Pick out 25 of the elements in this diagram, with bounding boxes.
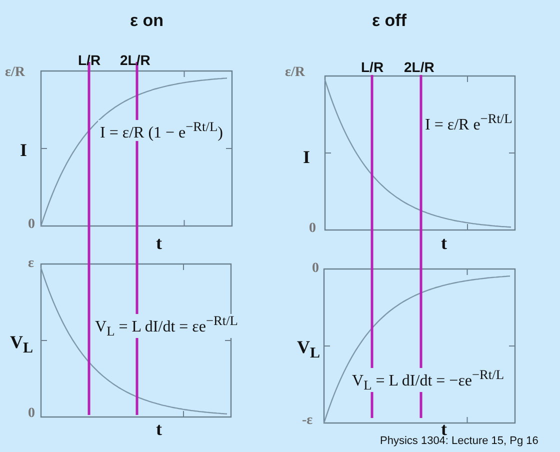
axis-label: V$_{L}$ [10,333,34,357]
axis-tick-label: ε/R [5,66,25,80]
axis-label: t [441,234,447,252]
axis-tick-label: 0 [309,222,316,236]
axis-tick-label: 0 [312,262,319,276]
axis-label: 2L/R [120,53,150,67]
heading: ε off [372,12,406,29]
axis-tick-label: 0 [28,218,35,232]
axis-label: V$_{L}$ [297,338,320,362]
formula: V$_{L}$ = L dI/dt = εe$^{−Rt/L}$ [93,314,240,338]
axis-label: 2L/R [404,60,434,74]
footer-note: Physics 1304: Lecture 15, Pg 16 [380,436,538,447]
heading: ε on [130,12,164,29]
axis-label: t [156,234,162,252]
axis-label: I [303,148,310,166]
axis-tick-label: 0 [28,407,35,421]
formula: V$_{L}$ = L dI/dt = −εe$^{−Rt/L}$ [350,368,506,392]
axis-tick-label: -ε [302,414,313,428]
formula: I = ε/R (1 − e$^{−Rt/L}$) [98,120,225,142]
axis-label: L/R [78,53,101,67]
axis-label: t [156,420,162,438]
axis-tick-label: ε [28,257,34,271]
axis-tick-label: ε/R [285,66,305,80]
axis-label: I [20,141,28,159]
axis-label: L/R [361,60,384,74]
